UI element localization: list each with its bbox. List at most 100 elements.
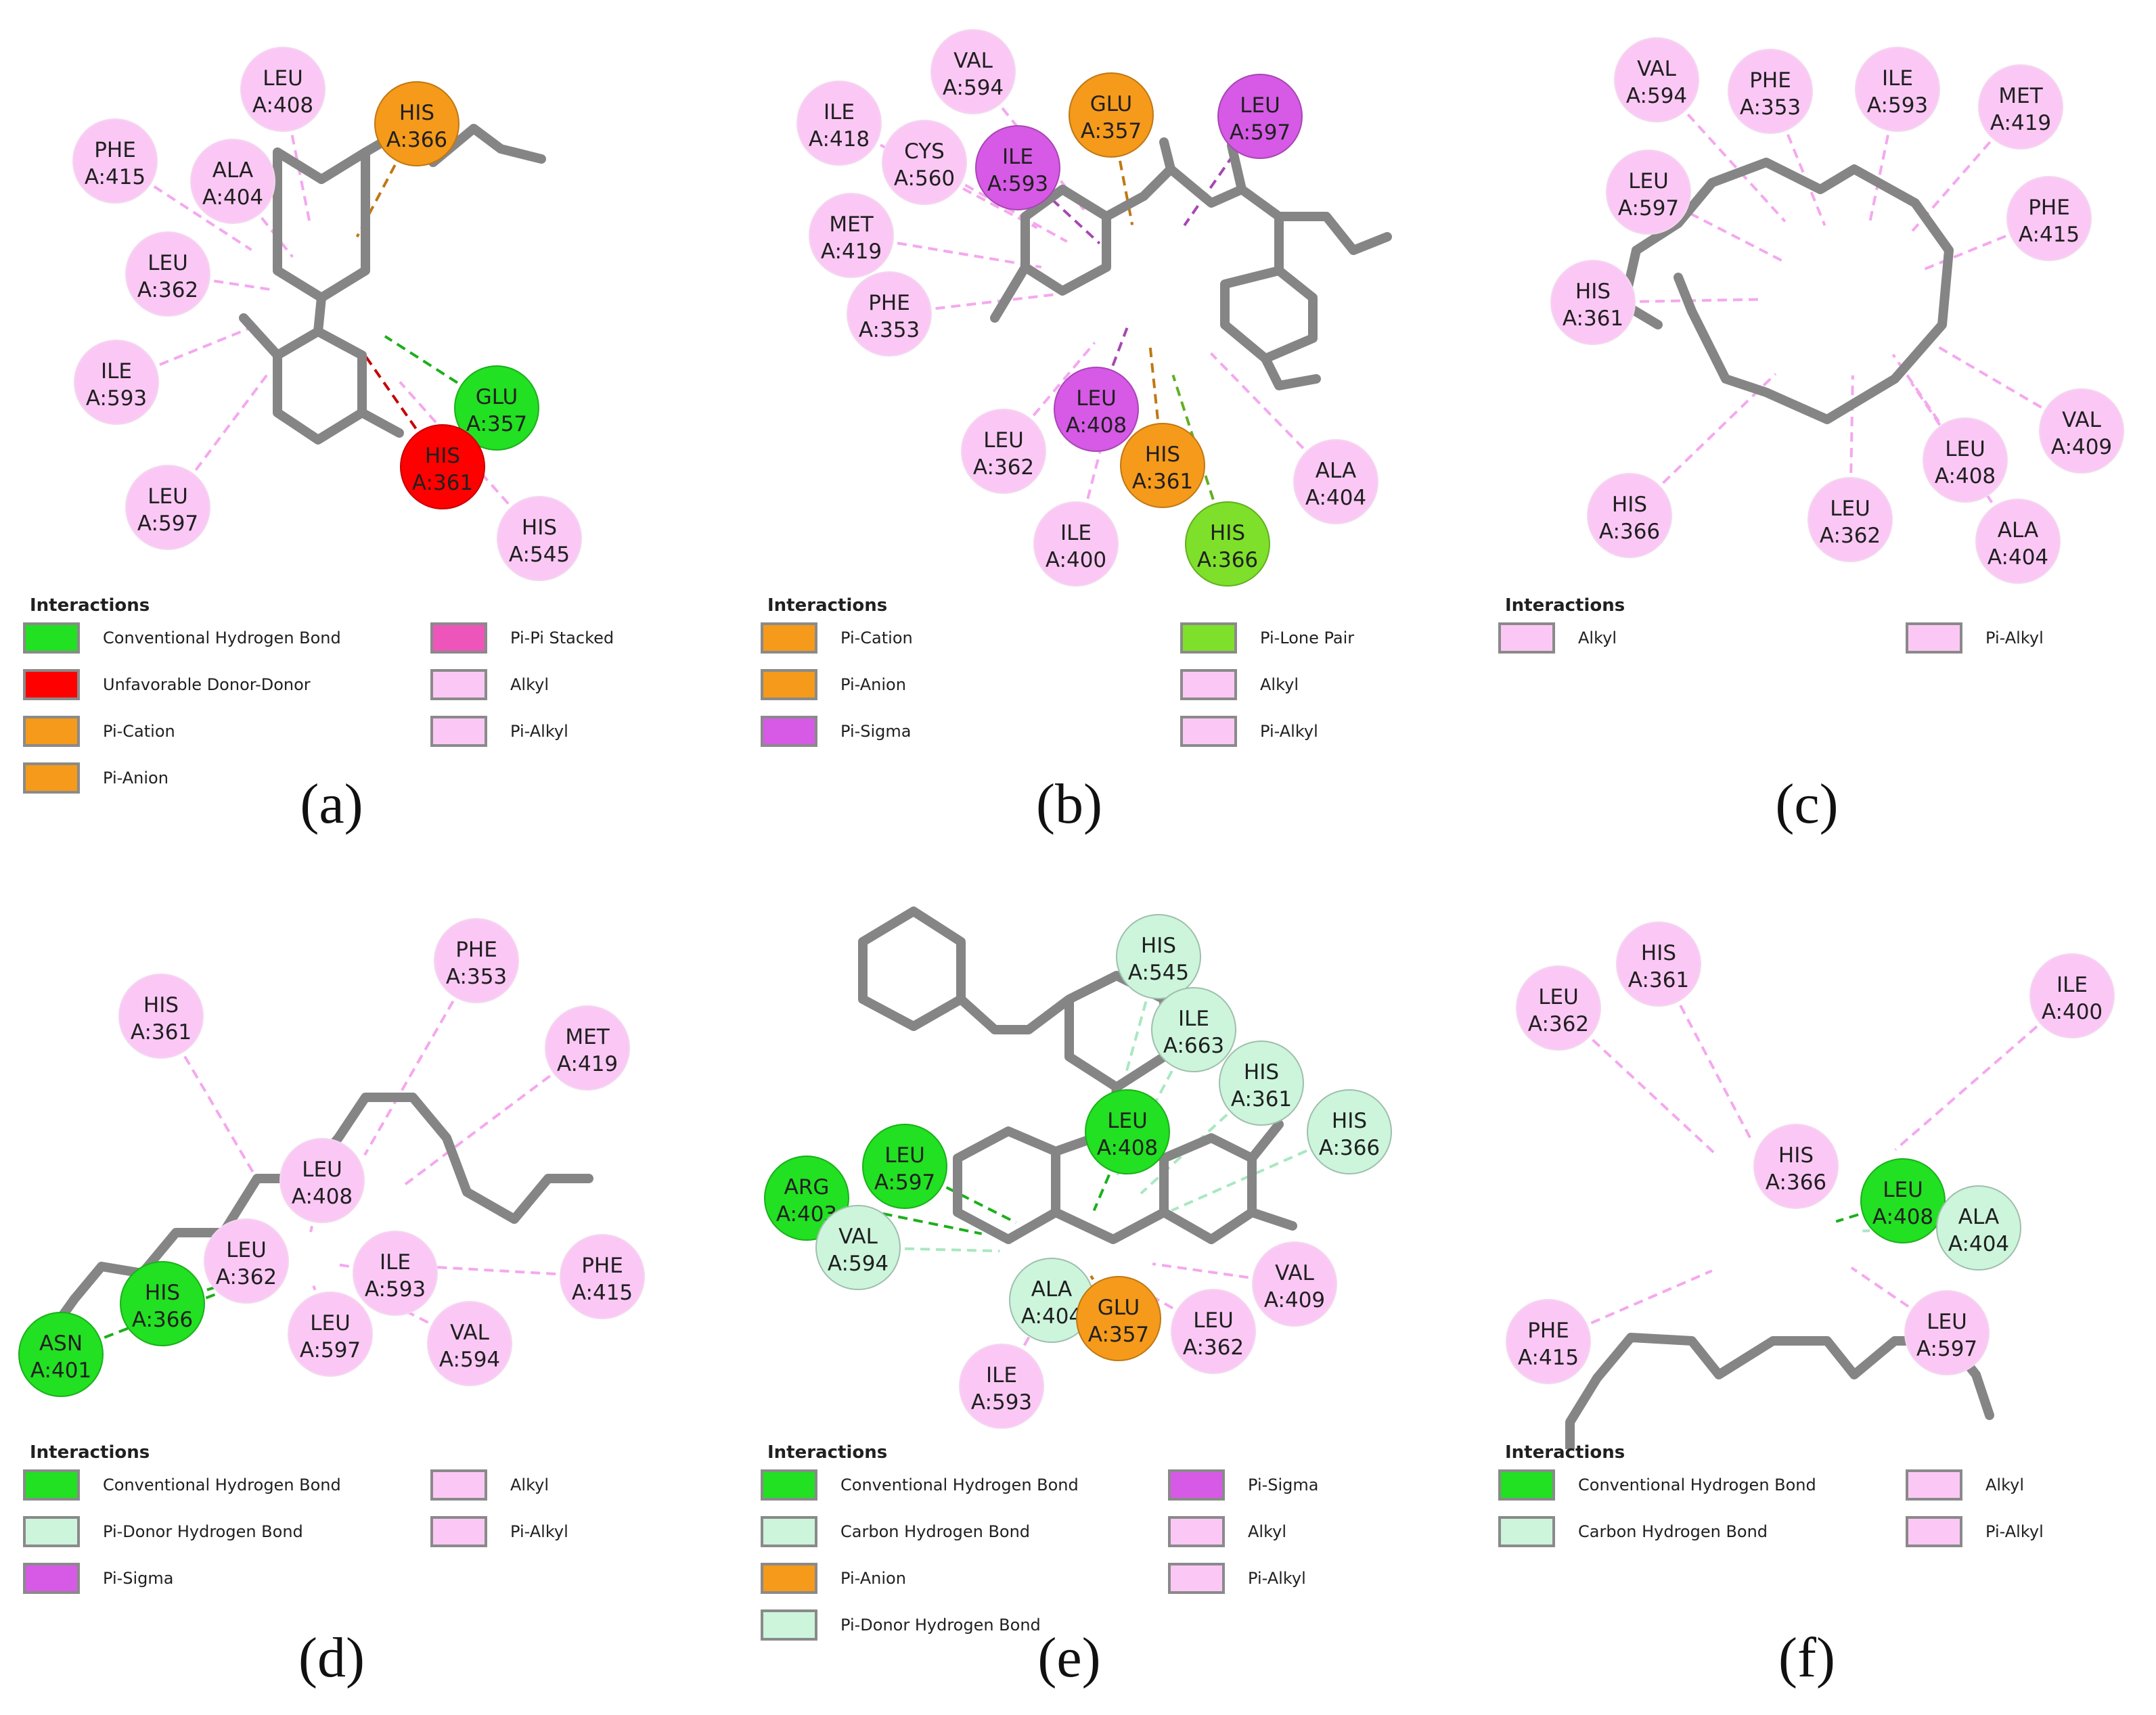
residue-circle [118, 974, 204, 1059]
residue-name: LEU [1076, 386, 1117, 411]
panel-caption: (a) [300, 773, 363, 836]
residue-name: ILE [2057, 973, 2088, 997]
ligand-bond [956, 971, 1169, 1092]
residue-number: A:593 [86, 386, 147, 411]
ligand-bond [1220, 212, 1318, 363]
residue-name: ALA [1958, 1205, 1999, 1229]
legend-swatch [1168, 1563, 1225, 1594]
residue-circle [1616, 921, 1701, 1007]
residue-number: A:366 [1319, 1136, 1380, 1160]
residue-number: A:409 [2051, 435, 2112, 459]
residue-name: HIS [1145, 442, 1180, 467]
residue-number: A:357 [1088, 1323, 1149, 1347]
legend-swatch [1180, 669, 1237, 700]
panel-caption: (c) [1775, 773, 1839, 836]
residue-name: ALA [212, 158, 253, 183]
legend-item-pi-alkyl: Pi-Alkyl [1906, 1515, 2044, 1549]
legend-title: Interactions [30, 1442, 150, 1463]
residue-number: A:362 [1820, 524, 1881, 548]
legend-label: Pi-Cation [103, 722, 175, 741]
residue-number: A:594 [1626, 84, 1687, 108]
residue-name: HIS [1332, 1109, 1367, 1133]
residue-circle [862, 1124, 947, 1209]
residue-number: A:362 [137, 278, 198, 302]
legend-label: Pi-Anion [840, 675, 906, 694]
legend-label: Conventional Hydrogen Bond [1578, 1476, 1816, 1494]
legend-swatch [430, 622, 487, 654]
residue-circle [2039, 388, 2124, 474]
residue-name: VAL [1275, 1261, 1314, 1285]
residue-circle [374, 81, 459, 166]
legend-label: Alkyl [1578, 628, 1617, 647]
residue-name: ILE [1060, 521, 1092, 545]
legend-item-conventional-hydrogen-bond: Conventional Hydrogen Bond [761, 1468, 1079, 1502]
residue-name: PHE [868, 291, 910, 315]
residue-name: HIS [1141, 934, 1176, 958]
residue-name: LEU [148, 251, 188, 275]
legend-swatch [1498, 1469, 1555, 1501]
residue-name: VAL [450, 1321, 489, 1345]
residue-circle [1069, 72, 1154, 158]
ligand-bond [1247, 1120, 1284, 1163]
residue-number: A:404 [1021, 1304, 1082, 1329]
legend-swatch [1498, 1516, 1555, 1547]
residue-his-a-366: HIS A:366 [1307, 1089, 1392, 1174]
residue-circle [125, 465, 210, 550]
residue-name: LEU [1883, 1178, 1923, 1202]
residue-circle [400, 424, 485, 509]
residue-name: LEU [263, 66, 303, 91]
residue-number: A:545 [509, 543, 570, 567]
residue-number: A:415 [572, 1281, 633, 1305]
residue-name: ASN [39, 1331, 83, 1356]
legend-label: Pi-Cation [840, 628, 913, 647]
residue-circle [815, 1205, 901, 1290]
residue-name: LEU [302, 1158, 342, 1182]
residue-circle [1076, 1276, 1161, 1361]
ligand-bond [1261, 354, 1321, 390]
residue-circle [1252, 1241, 1337, 1327]
legend-title: Interactions [1505, 595, 1625, 616]
residue-circle [1855, 47, 1940, 132]
residue-name: HIS [1210, 521, 1245, 545]
residue-name: LEU [884, 1143, 925, 1168]
residue-name: MET [565, 1025, 610, 1049]
legend-title: Interactions [767, 595, 888, 616]
ligand-bond [953, 1126, 1060, 1244]
legend-item-pi-anion: Pi-Anion [761, 668, 906, 702]
ligand-bond [1274, 212, 1392, 255]
residue-circle [1307, 1089, 1392, 1174]
residue-number: A:361 [1628, 968, 1689, 992]
residue-name: PHE [455, 938, 497, 962]
ligand-bond [858, 907, 966, 1031]
legend-label: Alkyl [510, 675, 549, 694]
legend-label: Pi-Lone Pair [1260, 628, 1355, 647]
legend-item-pi-sigma: Pi-Sigma [761, 714, 912, 748]
residue-number: A:594 [943, 76, 1004, 100]
residue-name: GLU [1098, 1296, 1140, 1320]
legend-title: Interactions [767, 1442, 888, 1463]
residue-name: ILE [824, 100, 855, 124]
residue-circle [120, 1261, 205, 1346]
residue-circle [1054, 367, 1139, 452]
ligand-bond [70, 1093, 593, 1304]
legend-item-pi-alkyl: Pi-Alkyl [1906, 621, 2044, 655]
legend-item-alkyl: Alkyl [1498, 621, 1617, 655]
legend-item-pi-alkyl: Pi-Alkyl [1180, 714, 1318, 748]
ligand-bond [1247, 1208, 1297, 1231]
